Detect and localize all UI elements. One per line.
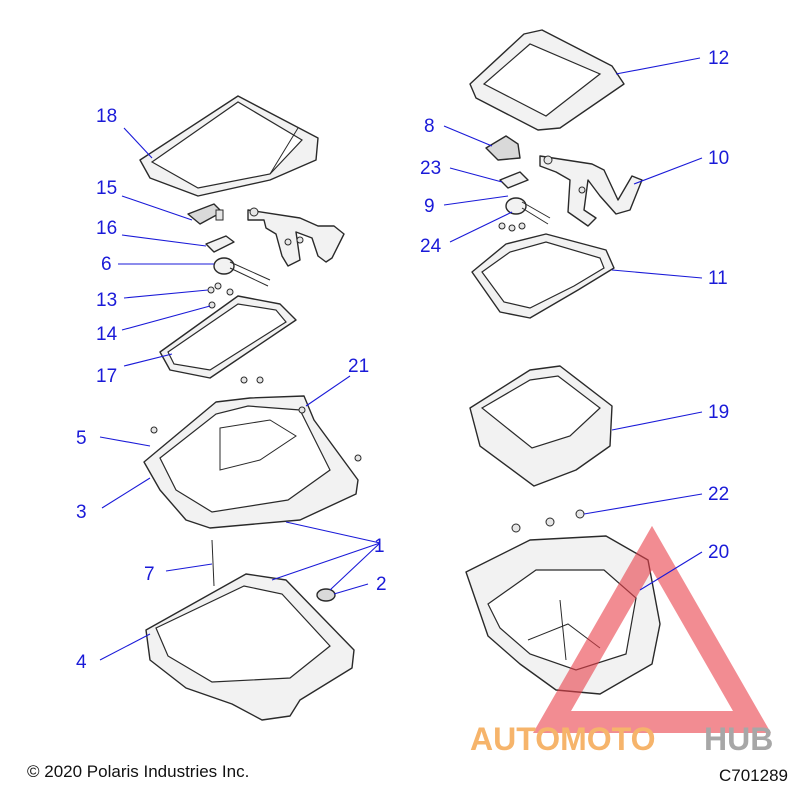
part-12-lid [469, 29, 625, 131]
callout-5: 5 [76, 428, 87, 449]
part-18-lid [139, 95, 319, 197]
callout-8: 8 [424, 116, 435, 137]
automotohub-watermark: AUTOMOTO HUB [470, 525, 773, 757]
part-13-14-screws [207, 282, 234, 309]
callout-9: 9 [424, 196, 435, 217]
part-10-bracket [539, 155, 643, 227]
part-15-latch [187, 203, 224, 225]
part-23-plate [499, 171, 529, 189]
callout-4: 4 [76, 652, 87, 673]
watermark-text-automoto: AUTOMOTO [470, 721, 655, 757]
part-17-seal [159, 295, 297, 379]
callout-19: 19 [708, 402, 729, 423]
callout-1: 1 [374, 536, 385, 557]
callout-21: 21 [348, 356, 369, 377]
copyright-text: © 2020 Polaris Industries Inc. [27, 762, 250, 781]
callout-13: 13 [96, 290, 117, 311]
callout-14: 14 [96, 324, 118, 345]
callout-16: 16 [96, 218, 117, 239]
part-4-lower-tub [145, 573, 355, 721]
callout-12: 12 [708, 48, 729, 69]
callout-17: 17 [96, 366, 117, 387]
callout-23: 23 [420, 158, 441, 179]
callout-18: 18 [96, 106, 117, 127]
callout-labels: 18 15 16 6 13 14 17 21 5 3 1 7 2 4 12 8 … [76, 48, 729, 673]
part-9-24-clamp [498, 197, 551, 232]
callout-22: 22 [708, 484, 729, 505]
callout-15: 15 [96, 178, 117, 199]
part-16-plate [205, 235, 235, 253]
callout-10: 10 [708, 148, 729, 169]
part-3-upper-box [143, 376, 362, 529]
diagram-code: C701289 [718, 766, 788, 785]
part-bracket-left [247, 207, 345, 267]
watermark-triangle-icon [532, 525, 772, 733]
callout-24: 24 [420, 236, 442, 257]
callout-3: 3 [76, 502, 87, 523]
part-7-rod [211, 539, 215, 587]
part-8-latch [485, 135, 521, 161]
part-22-bolts [511, 509, 585, 533]
callout-11: 11 [708, 268, 728, 289]
callout-20: 20 [708, 542, 729, 563]
callout-6: 6 [101, 254, 112, 275]
callout-2: 2 [376, 574, 387, 595]
part-20-box [465, 535, 661, 695]
part-2-plug [316, 588, 336, 602]
part-6-clamp [213, 257, 271, 287]
leader-lines [99, 57, 703, 661]
callout-7: 7 [144, 564, 155, 585]
part-11-seal [471, 233, 615, 319]
watermark-text-hub: HUB [704, 721, 773, 757]
part-19-tray [469, 365, 613, 487]
